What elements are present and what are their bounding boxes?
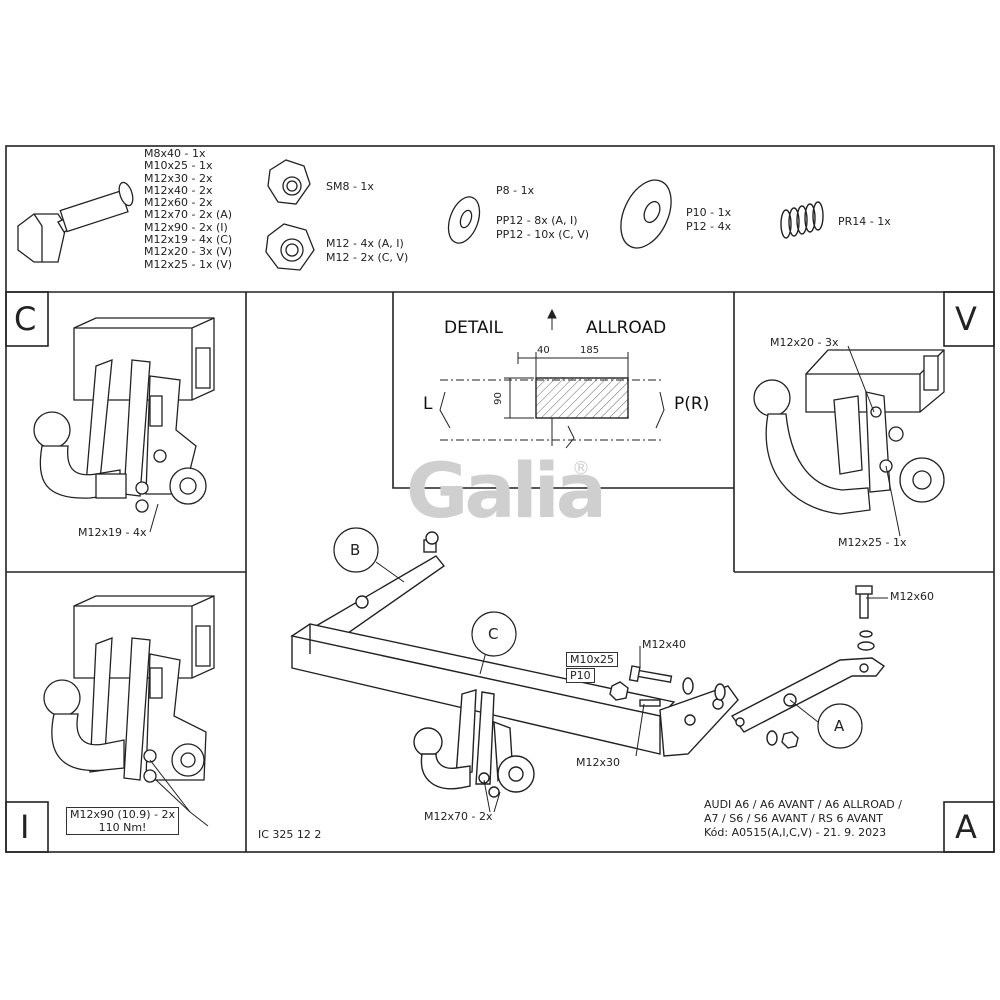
letter-box-v (943, 291, 995, 347)
detail-dim-90: 90 (492, 392, 504, 405)
bolt-list-item: M12x20 - 3x (V) (144, 245, 233, 259)
detail-left-label: L (423, 394, 433, 414)
panel-c-leader (149, 503, 159, 533)
panel-c-bolt-label: M12x19 - 4x (78, 526, 147, 539)
bolt-list-item: M12x40 - 2x (144, 183, 213, 197)
panel-v-drawing (753, 349, 945, 515)
detail-dim-40: 40 (537, 345, 550, 356)
detail-title-left: DETAIL (444, 318, 504, 338)
bolt-list-item: M12x70 - 2x (A) (144, 208, 233, 222)
watermark-registered-mark: ® (572, 458, 590, 479)
bolt-list: M8x40 - 1x M10x25 - 1x M12x30 - 2x M12x4… (144, 147, 233, 271)
nut-m12-label-b: M12 - 2x (C, V) (326, 251, 409, 264)
panel-i-leaders (149, 759, 209, 827)
panel-letter-a: A (955, 808, 977, 846)
nut-m12-label-a: M12 - 4x (A, I) (326, 237, 404, 250)
callout-circle-c (471, 611, 517, 657)
washer-p10-label: P10 - 1x (686, 206, 732, 219)
washer-p10-box-label: P10 (566, 668, 595, 683)
washer-p8-label: P8 - 1x (496, 184, 535, 197)
bolt-list-item: M12x60 - 2x (144, 196, 213, 210)
panel-i-torque-value: 110 Nm! (98, 821, 147, 834)
bolt-m12x60-label: M12x60 (890, 590, 934, 603)
panel-i-bolt-spec: M12x90 (10.9) - 2x (70, 808, 176, 821)
panel-v-leaders (847, 345, 901, 537)
bolt-list-item: M12x25 - 1x (V) (144, 257, 233, 271)
bolt-m12x40-label: M12x40 (642, 638, 686, 651)
vehicle-info: AUDI A6 / A6 AVANT / A6 ALLROAD / A7 / S… (704, 798, 902, 840)
nut-sm8-label: SM8 - 1x (326, 180, 374, 193)
spring-pr14-drawing (780, 201, 824, 239)
panel-letter-i: I (20, 808, 30, 846)
letter-box-c (5, 291, 49, 347)
washer-p12-label: P12 - 4x (686, 220, 732, 233)
spring-pr14-label: PR14 - 1x (838, 215, 891, 228)
callout-circle-a (817, 703, 863, 749)
main-leaders (375, 561, 888, 813)
callout-circle-b (333, 527, 379, 573)
bolt-m12x70-label: M12x70 - 2x (424, 810, 493, 823)
nut-m12-drawing (265, 223, 315, 271)
callout-b-label: B (350, 541, 361, 559)
bolt-m12x30-label: M12x30 (576, 756, 620, 769)
letter-box-a (943, 801, 995, 853)
panel-i-torque-label: M12x90 (10.9) - 2x 110 Nm! (66, 807, 180, 835)
panel-v-bolt-label-top: M12x20 - 3x (770, 336, 839, 349)
bolt-m10x25-label: M10x25 (566, 652, 618, 667)
bolt-list-item: M10x25 - 1x (144, 159, 213, 173)
callout-a-label: A (834, 717, 845, 735)
bolt-drawing (17, 181, 134, 263)
vehicle-line-3: Kód: A0515(A,I,C,V) - 21. 9. 2023 (704, 826, 887, 839)
detail-dim-185: 185 (580, 345, 600, 356)
panel-v-bolt-label-bottom: M12x25 - 1x (838, 536, 907, 549)
washer-p10-drawing (620, 179, 672, 249)
panel-letter-v: V (955, 300, 977, 338)
callout-c-label: C (488, 625, 499, 643)
bolt-list-item: M12x19 - 4x (C) (144, 233, 233, 247)
vehicle-line-2: A7 / S6 / S6 AVANT / RS 6 AVANT (704, 812, 883, 825)
bolt-list-item: M12x90 - 2x (I) (144, 220, 228, 234)
panel-letter-c: C (14, 300, 37, 338)
galia-watermark: Galia (406, 446, 607, 535)
bolt-list-item: M8x40 - 1x (144, 147, 206, 160)
letter-box-i (5, 801, 49, 853)
washer-p8-drawing (447, 196, 481, 244)
vehicle-line-1: AUDI A6 / A6 AVANT / A6 ALLROAD / (704, 798, 902, 811)
panel-i-drawing (43, 595, 215, 783)
main-assembly-drawing (290, 531, 886, 798)
nut-sm8-drawing (267, 159, 311, 205)
detail-title-right: ALLROAD (586, 318, 667, 338)
outer-frame (5, 145, 995, 853)
washer-pp12-label-b: PP12 - 10x (C, V) (496, 228, 590, 241)
detail-box (392, 292, 734, 489)
detail-right-label: P(R) (674, 394, 710, 414)
drawing-code: IC 325 12 2 (258, 828, 322, 841)
detail-drawing (439, 308, 665, 449)
bolt-list-item: M12x30 - 2x (144, 171, 213, 185)
panel-c-drawing (33, 317, 215, 513)
washer-pp12-label-a: PP12 - 8x (A, I) (496, 214, 578, 227)
